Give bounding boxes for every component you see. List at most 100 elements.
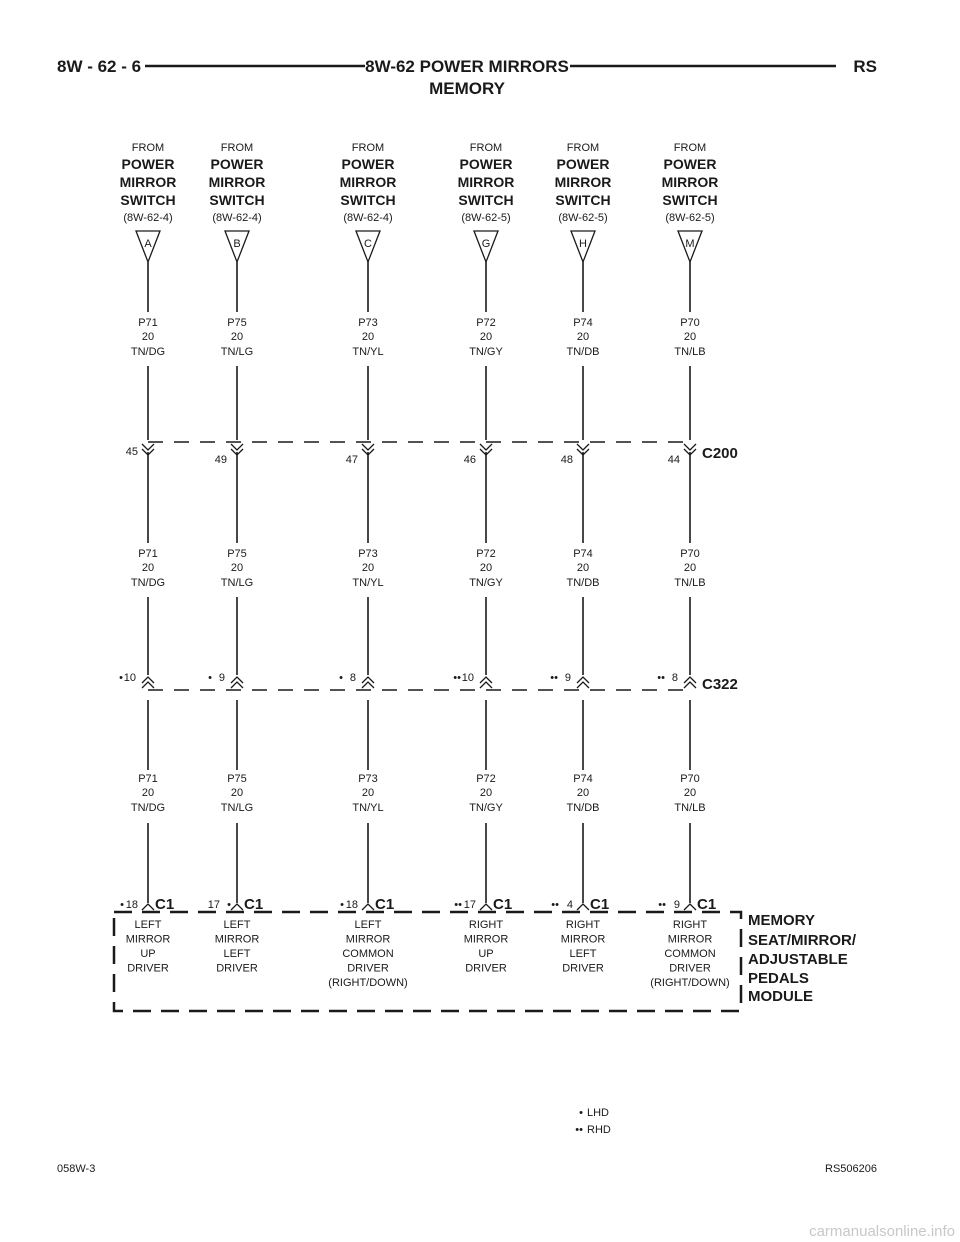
c322-cavity-number: 8 <box>350 672 356 684</box>
wire-color: TN/YL <box>352 802 383 814</box>
circuit-number: P73 <box>358 548 378 560</box>
pin-function-label: RIGHT <box>673 919 708 931</box>
pin-function-label: DRIVER <box>347 963 389 975</box>
c322-terminal <box>479 676 493 689</box>
source-label: POWER <box>664 156 717 172</box>
market-dot: •• <box>657 672 665 684</box>
c1-terminal <box>141 903 155 911</box>
c1-connector-label: C1 <box>493 896 512 913</box>
pin-letter: C <box>364 238 372 250</box>
c200-terminal <box>230 443 244 456</box>
c200-terminal <box>576 443 590 456</box>
c1-connector-label: C1 <box>697 896 716 913</box>
source-label: SWITCH <box>120 192 175 208</box>
source-label: MIRROR <box>555 174 612 190</box>
wire-gauge: 20 <box>231 787 243 799</box>
source-label: POWER <box>557 156 610 172</box>
c200-terminal <box>683 443 697 456</box>
pin-function-label: DRIVER <box>465 963 507 975</box>
wire-gauge: 20 <box>577 562 589 574</box>
market-dot: •• <box>550 672 558 684</box>
circuit-number: P70 <box>680 548 700 560</box>
wire-color: TN/DB <box>567 802 600 814</box>
circuit-number: P72 <box>476 548 496 560</box>
source-page-ref: (8W-62-4) <box>212 212 261 224</box>
wire-gauge: 20 <box>684 787 696 799</box>
pin-function-label: DRIVER <box>562 963 604 975</box>
source-label: POWER <box>122 156 175 172</box>
pin-function-label: MIRROR <box>464 934 509 946</box>
figure-code-left: 058W-3 <box>57 1163 95 1175</box>
market-dot: •• <box>454 899 462 911</box>
circuit-number: P71 <box>138 317 158 329</box>
circuit-number: P73 <box>358 773 378 785</box>
from-label: FROM <box>132 142 164 154</box>
c1-connector-label: C1 <box>375 896 394 913</box>
splice-triangle <box>570 230 596 264</box>
c200-cavity-number: 44 <box>668 454 680 466</box>
source-label: POWER <box>211 156 264 172</box>
wire-color: TN/LG <box>221 346 253 358</box>
pin-function-label: UP <box>478 948 493 960</box>
pin-function-label: MIRROR <box>561 934 606 946</box>
circuit-number: P74 <box>573 773 593 785</box>
splice-triangle <box>473 230 499 264</box>
c322-terminal <box>576 676 590 689</box>
pin-letter: H <box>579 238 587 250</box>
source-label: POWER <box>460 156 513 172</box>
circuit-column: FROMPOWERMIRRORSWITCH(8W-62-4)AP7120TN/D… <box>119 142 176 975</box>
splice-triangle <box>677 230 703 264</box>
legend-mark-rhd: •• <box>575 1124 583 1136</box>
legend-label-rhd: RHD <box>587 1124 611 1136</box>
market-dot: •• <box>658 899 666 911</box>
module-name-line: ADJUSTABLE <box>748 951 848 968</box>
page-subtitle: MEMORY <box>429 79 506 98</box>
wire-gauge: 20 <box>142 331 154 343</box>
pin-function-label: MIRROR <box>668 934 713 946</box>
module-name-line: MODULE <box>748 988 813 1005</box>
source-label: SWITCH <box>662 192 717 208</box>
c1-cavity-number: 4 <box>567 899 573 911</box>
splice-triangle <box>224 230 250 264</box>
wire-gauge: 20 <box>480 562 492 574</box>
wire-color: TN/DG <box>131 346 165 358</box>
c1-cavity-number: 17 <box>464 899 476 911</box>
circuit-number: P74 <box>573 317 593 329</box>
wire-color: TN/DB <box>567 346 600 358</box>
page-header: 8W - 62 - 6 8W-62 POWER MIRRORS MEMORY R… <box>57 57 877 98</box>
module-name-line: PEDALS <box>748 970 809 987</box>
pin-function-label: (RIGHT/DOWN) <box>328 977 407 989</box>
market-dot: • <box>208 672 212 684</box>
wire-color: TN/GY <box>469 802 503 814</box>
pin-function-label: RIGHT <box>469 919 504 931</box>
from-label: FROM <box>674 142 706 154</box>
wire-color: TN/LB <box>674 346 705 358</box>
from-label: FROM <box>352 142 384 154</box>
source-page-ref: (8W-62-5) <box>461 212 510 224</box>
circuit-column: FROMPOWERMIRRORSWITCH(8W-62-5)GP7220TN/G… <box>453 142 514 975</box>
circuit-number: P73 <box>358 317 378 329</box>
c1-cavity-number: 9 <box>674 899 680 911</box>
circuit-number: P70 <box>680 773 700 785</box>
source-label: MIRROR <box>458 174 515 190</box>
source-page-ref: (8W-62-4) <box>123 212 172 224</box>
wire-gauge: 20 <box>684 562 696 574</box>
wire-gauge: 20 <box>362 562 374 574</box>
c200-terminal <box>141 443 155 456</box>
c322-terminal <box>683 676 697 689</box>
source-label: POWER <box>342 156 395 172</box>
c322-cavity-number: 8 <box>672 672 678 684</box>
c200-cavity-number: 46 <box>464 454 476 466</box>
circuit-number: P75 <box>227 773 247 785</box>
pin-letter: M <box>685 238 694 250</box>
wire-gauge: 20 <box>480 331 492 343</box>
circuit-number: P71 <box>138 548 158 560</box>
figure-code-right: RS506206 <box>825 1163 877 1175</box>
source-label: MIRROR <box>340 174 397 190</box>
pin-function-label: DRIVER <box>669 963 711 975</box>
circuit-columns: FROMPOWERMIRRORSWITCH(8W-62-4)AP7120TN/D… <box>119 142 730 989</box>
circuit-number: P72 <box>476 317 496 329</box>
c322-cavity-number: 10 <box>124 672 136 684</box>
market-dot: •• <box>453 672 461 684</box>
circuit-number: P71 <box>138 773 158 785</box>
